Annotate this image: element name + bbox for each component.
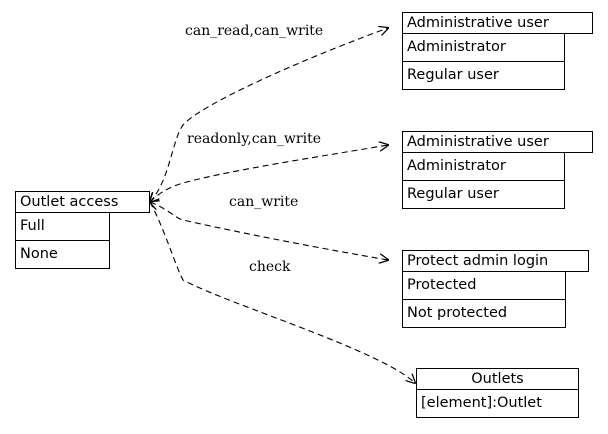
edge-label-can-read-can-write: can_read,can_write <box>184 23 325 39</box>
node-option: None <box>15 241 110 269</box>
node-outlets[interactable]: Outlets [element]:Outlet <box>416 368 579 418</box>
node-title: Protect admin login <box>402 250 589 272</box>
node-outlet-access[interactable]: Outlet access Full None <box>15 191 150 269</box>
node-option: Protected <box>402 272 566 300</box>
edge-can-write <box>150 202 388 260</box>
node-title: Administrative user <box>402 131 593 153</box>
node-administrative-user-2[interactable]: Administrative user Administrator Regula… <box>402 131 593 209</box>
node-option: Regular user <box>402 62 565 90</box>
edge-label-readonly-can-write: readonly,can_write <box>186 131 322 147</box>
edge-label-can-write: can_write <box>228 194 300 210</box>
edge-check <box>149 201 415 383</box>
node-option: Not protected <box>402 300 566 328</box>
edge-label-check: check <box>248 259 292 275</box>
node-option: [element]:Outlet <box>416 390 579 418</box>
node-option: Administrator <box>402 153 565 181</box>
node-protect-admin-login[interactable]: Protect admin login Protected Not protec… <box>402 250 589 328</box>
node-title: Administrative user <box>402 12 593 34</box>
edge-can-read-can-write <box>150 28 388 202</box>
node-administrative-user-1[interactable]: Administrative user Administrator Regula… <box>402 12 593 90</box>
node-option: Regular user <box>402 181 565 209</box>
node-title: Outlet access <box>15 191 150 213</box>
node-option: Administrator <box>402 34 565 62</box>
node-option: Full <box>15 213 110 241</box>
node-title: Outlets <box>416 368 579 390</box>
